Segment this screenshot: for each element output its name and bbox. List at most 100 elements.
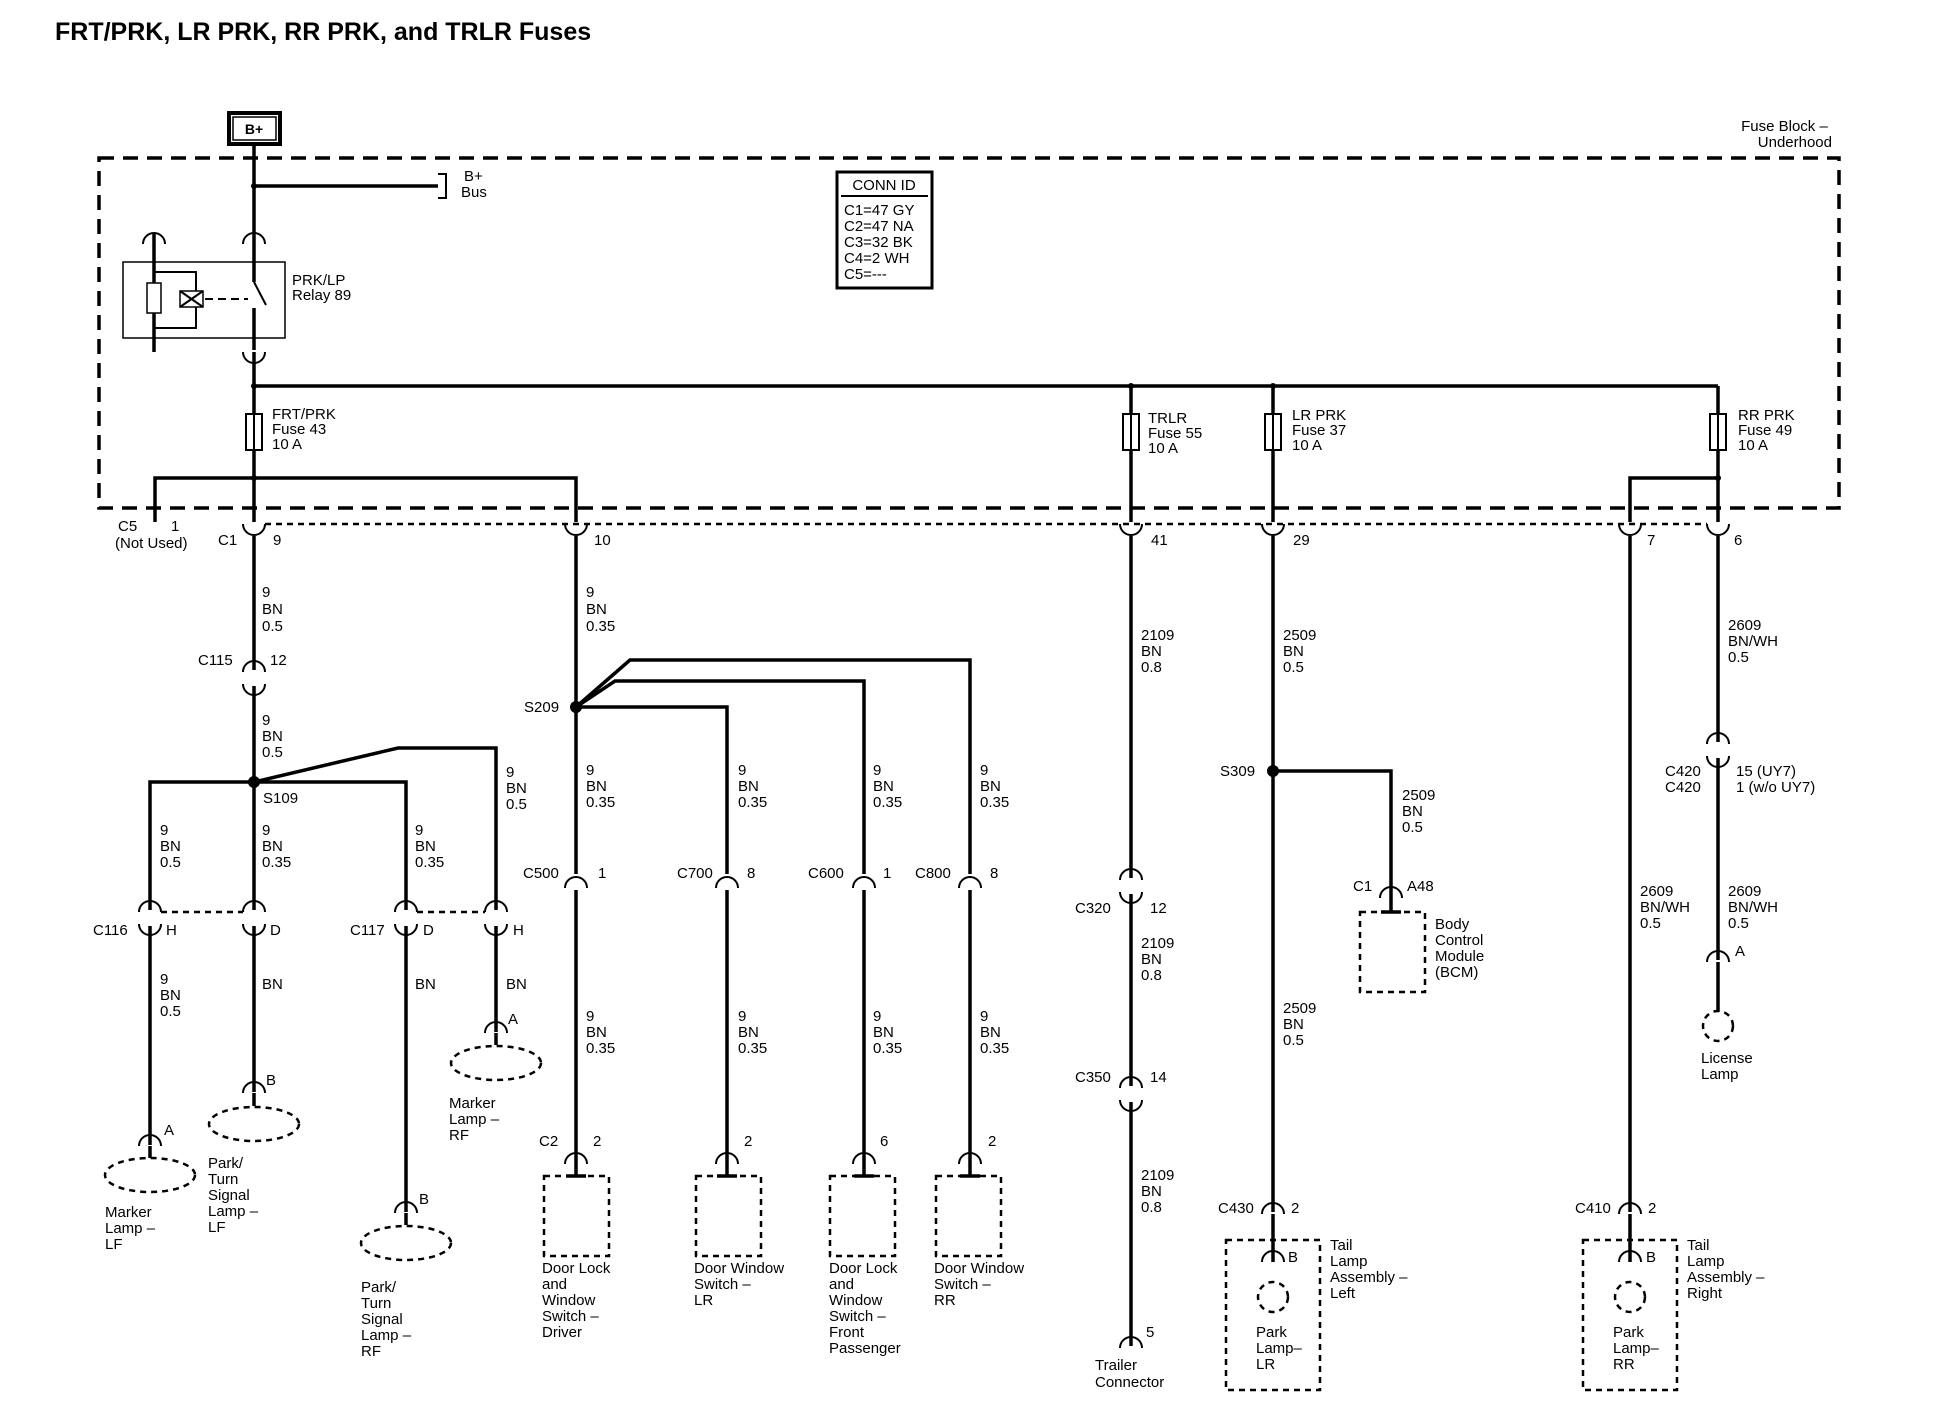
svg-text:Relay 89: Relay 89 — [292, 287, 351, 304]
c115-label: C115 — [198, 652, 233, 669]
svg-text:1: 1 — [598, 865, 606, 882]
svg-text:C2: C2 — [539, 1133, 558, 1150]
svg-text:C410: C410 — [1575, 1200, 1611, 1217]
svg-text:2: 2 — [1648, 1200, 1656, 1217]
svg-text:6: 6 — [1734, 532, 1742, 549]
svg-text:9: 9 — [273, 532, 281, 549]
c5-not-used: (Not Used) — [115, 535, 188, 552]
b-plus-source: B+ — [227, 111, 282, 146]
svg-text:BN: BN — [262, 976, 283, 993]
svg-text:S209: S209 — [524, 699, 559, 716]
svg-text:12: 12 — [270, 652, 287, 669]
svg-text:1 (w/o UY7): 1 (w/o UY7) — [1736, 779, 1815, 796]
svg-text:D: D — [270, 922, 281, 939]
svg-text:15 (UY7): 15 (UY7) — [1736, 763, 1796, 780]
svg-text:29: 29 — [1293, 532, 1310, 549]
svg-text:Bus: Bus — [461, 184, 487, 201]
svg-text:C600: C600 — [808, 865, 844, 882]
svg-text:2: 2 — [1291, 1200, 1299, 1217]
svg-text:41: 41 — [1151, 532, 1168, 549]
svg-text:C500: C500 — [523, 865, 559, 882]
svg-text:CONN ID: CONN ID — [852, 177, 916, 194]
svg-text:C700: C700 — [677, 865, 713, 882]
svg-text:10: 10 — [594, 532, 611, 549]
svg-text:C430: C430 — [1218, 1200, 1254, 1217]
svg-text:2: 2 — [988, 1133, 996, 1150]
b-plus-bus: B+ Bus — [254, 168, 487, 201]
svg-text:5: 5 — [1146, 1324, 1154, 1341]
svg-text:C320: C320 — [1075, 900, 1111, 917]
fuse-block-boundary — [97, 156, 1841, 510]
svg-text:D: D — [423, 922, 434, 939]
svg-text:C420: C420 — [1665, 779, 1701, 796]
svg-text:PRK/LP: PRK/LP — [292, 272, 345, 289]
svg-text:C420: C420 — [1665, 763, 1701, 780]
inline-connectors-doors — [564, 876, 982, 889]
c1-pins — [242, 523, 1730, 536]
svg-text:C350: C350 — [1075, 1069, 1111, 1086]
c117-connector — [394, 900, 508, 936]
svg-text:6: 6 — [880, 1133, 888, 1150]
svg-text:12: 12 — [1150, 900, 1167, 917]
svg-text:14: 14 — [1150, 1069, 1167, 1086]
svg-text:C116: C116 — [93, 922, 128, 939]
fuse-block-label: Fuse Block – Underhood — [1741, 118, 1832, 151]
svg-text:S109: S109 — [263, 790, 298, 807]
svg-text:B+: B+ — [464, 168, 483, 185]
svg-text:B+: B+ — [245, 121, 263, 137]
svg-text:2: 2 — [593, 1133, 601, 1150]
svg-text:A: A — [1735, 943, 1745, 960]
svg-text:7: 7 — [1647, 532, 1655, 549]
c1-label: C1 — [218, 532, 237, 549]
c116-connector — [138, 900, 266, 936]
svg-text:A48: A48 — [1407, 878, 1434, 895]
svg-text:B: B — [1646, 1249, 1656, 1266]
svg-text:A: A — [164, 1122, 174, 1139]
svg-text:C1: C1 — [1353, 878, 1372, 895]
svg-text:H: H — [166, 922, 177, 939]
prk-lp-relay: PRK/LP Relay 89 — [122, 232, 351, 364]
svg-text:B: B — [419, 1191, 429, 1208]
